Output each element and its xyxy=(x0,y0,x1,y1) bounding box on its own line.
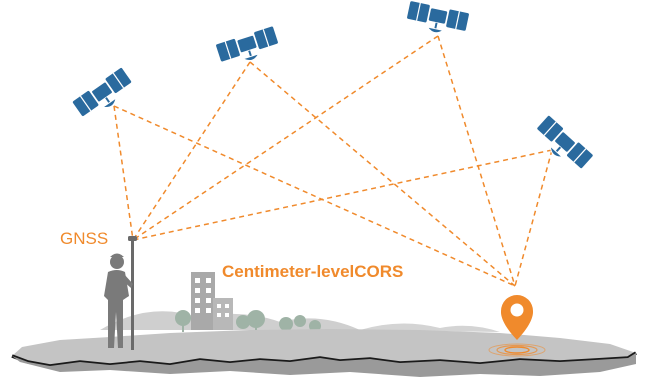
surveyor-icon xyxy=(104,236,137,350)
signal-line xyxy=(113,105,516,287)
signal-line xyxy=(113,105,134,241)
signal-line xyxy=(132,35,439,241)
signal-line xyxy=(132,61,251,241)
satellite-icon xyxy=(214,25,282,71)
satellite-icon xyxy=(404,0,471,40)
tree-icon xyxy=(175,310,321,332)
satellite-icon xyxy=(71,66,138,125)
signal-line xyxy=(437,35,516,287)
signal-lines xyxy=(113,35,553,287)
ground-terrain xyxy=(11,329,637,377)
signal-line xyxy=(514,149,553,287)
gnss-label: GNSS xyxy=(60,229,109,248)
building-icon xyxy=(191,272,233,330)
satellite-icon xyxy=(530,114,595,176)
signal-line xyxy=(132,149,553,241)
cors-label: Centimeter-levelCORS xyxy=(222,262,404,281)
signal-line xyxy=(249,61,516,287)
location-pin-icon xyxy=(488,295,546,357)
